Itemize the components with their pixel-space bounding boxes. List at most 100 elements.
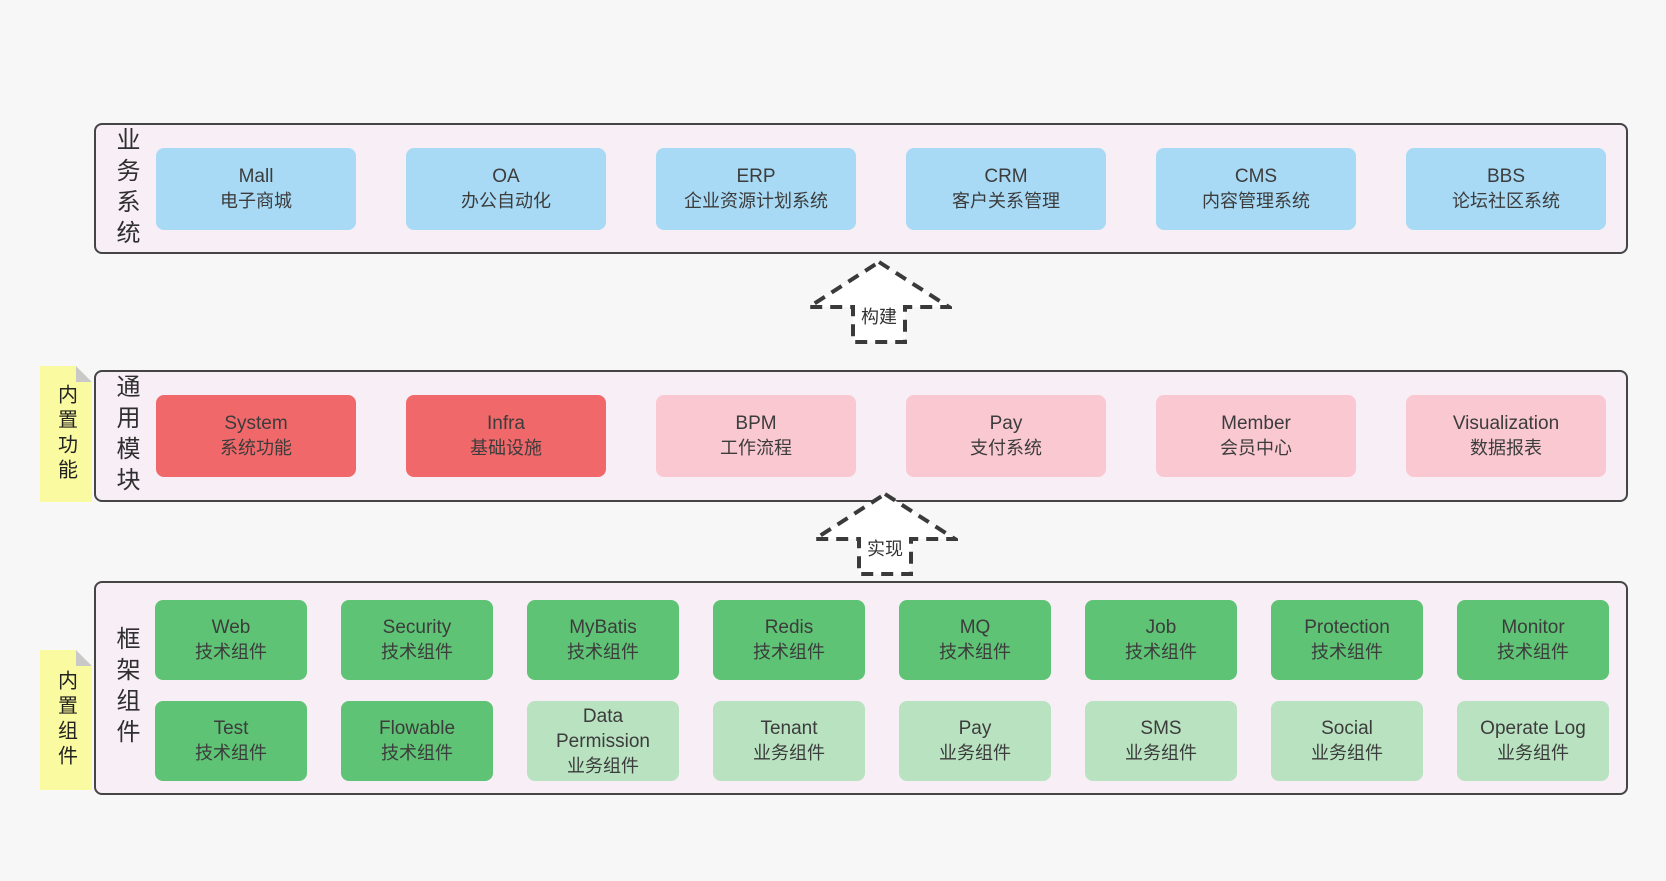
- module-box-subtitle: 业务组件: [1311, 743, 1383, 763]
- module-box-title: SMS: [1140, 718, 1182, 739]
- module-box-title: BPM: [735, 413, 777, 434]
- arrow-build: 构建: [806, 259, 952, 345]
- module-box-title: Pay: [989, 413, 1023, 434]
- module-box-subtitle: 技术组件: [1311, 642, 1383, 662]
- module-box-subtitle: 论坛社区系统: [1452, 190, 1560, 211]
- module-box-subtitle: 技术组件: [753, 642, 825, 662]
- module-box-subtitle: 基础设施: [470, 438, 542, 458]
- module-box-security: Security 技术组件: [341, 600, 493, 680]
- band-framework-components-label: 框架组件: [112, 626, 139, 750]
- module-box-title: Member: [1221, 413, 1291, 434]
- arrow-up-dashed-icon: [812, 491, 958, 576]
- module-box-subtitle: 办公自动化: [461, 190, 551, 211]
- sticky-note-built-in-components: 内置组件: [40, 650, 92, 790]
- module-box-subtitle: 内容管理系统: [1202, 190, 1310, 211]
- module-box-title: Visualization: [1452, 413, 1560, 434]
- module-box-subtitle: 客户关系管理: [952, 190, 1060, 211]
- module-box-title: Security: [382, 617, 452, 638]
- module-box-title: Mall: [238, 165, 274, 187]
- module-box-title: Protection: [1304, 617, 1390, 638]
- band-common-modules-label: 通用模块: [112, 374, 139, 498]
- module-box-subtitle: 业务组件: [753, 743, 825, 763]
- module-box-subtitle: 会员中心: [1220, 438, 1292, 458]
- module-box-cms: CMS 内容管理系统: [1156, 147, 1356, 230]
- module-box-mall: Mall 电子商城: [156, 147, 356, 230]
- module-box-title: Data Permission: [556, 705, 650, 752]
- module-box-title: BBS: [1486, 165, 1526, 187]
- sticky-fold-icon: [76, 650, 92, 666]
- module-box-title: Infra: [486, 413, 526, 434]
- module-box-infra: Infra 基础设施: [406, 395, 606, 477]
- module-box-title: Operate Log: [1480, 718, 1586, 739]
- module-box-subtitle: 技术组件: [381, 743, 453, 763]
- module-box-title: Social: [1321, 718, 1373, 739]
- arrow-build-label: 构建: [859, 303, 899, 329]
- module-box-oa: OA 办公自动化: [406, 147, 606, 230]
- sticky-note-built-in-components-label: 内置组件: [54, 670, 77, 770]
- module-box-subtitle: 支付系统: [970, 438, 1042, 458]
- module-box-pay: Pay 支付系统: [906, 395, 1106, 477]
- module-box-redis: Redis 技术组件: [713, 600, 865, 680]
- arrow-implement-label: 实现: [865, 535, 905, 561]
- module-box-subtitle: 业务组件: [939, 743, 1011, 763]
- module-box-title: MQ: [959, 617, 991, 638]
- band-business-systems-boxes: Mall 电子商城 OA 办公自动化 ERP 企业资源计划系统 CRM 客户关系管理 CMS 内容…: [96, 125, 1626, 252]
- module-box-title: Redis: [764, 617, 814, 638]
- module-box-title: Test: [213, 718, 249, 739]
- module-box-subtitle: 技术组件: [381, 642, 453, 662]
- arrow-implement: 实现: [812, 491, 958, 577]
- module-box-subtitle: 电子商城: [220, 190, 292, 211]
- module-box-tenant: Tenant 业务组件: [713, 701, 865, 781]
- module-box-visualization: Visualization 数据报表: [1406, 395, 1606, 477]
- module-box-subtitle: 业务组件: [1497, 743, 1569, 763]
- sticky-fold-icon: [76, 366, 92, 382]
- module-box-title: MyBatis: [569, 617, 637, 638]
- module-box-subtitle: 技术组件: [1125, 642, 1197, 662]
- module-box-subtitle: 技术组件: [195, 743, 267, 763]
- module-box-member: Member 会员中心: [1156, 395, 1356, 477]
- module-box-social: Social 业务组件: [1271, 701, 1423, 781]
- module-box-subtitle: 企业资源计划系统: [684, 190, 828, 211]
- module-box-bbs: BBS 论坛社区系统: [1406, 147, 1606, 230]
- module-box-subtitle: 业务组件: [1125, 743, 1197, 763]
- module-box-bpm: BPM 工作流程: [656, 395, 856, 477]
- module-box-subtitle: 技术组件: [1497, 642, 1569, 662]
- module-box-test: Test 技术组件: [155, 701, 307, 781]
- module-box-subtitle: 工作流程: [720, 438, 792, 458]
- module-box-operate-log: Operate Log 业务组件: [1457, 701, 1609, 781]
- module-box-subtitle: 数据报表: [1470, 438, 1542, 458]
- arrow-up-dashed-icon: [806, 259, 952, 344]
- module-box-flowable: Flowable 技术组件: [341, 701, 493, 781]
- module-box-title: Monitor: [1501, 617, 1565, 638]
- module-box-subtitle: 系统功能: [220, 438, 292, 458]
- module-box-mq: MQ 技术组件: [899, 600, 1051, 680]
- module-box-title: OA: [492, 165, 520, 187]
- module-box-title: Web: [211, 617, 251, 638]
- module-box-subtitle: 技术组件: [939, 642, 1011, 662]
- module-box-title: CRM: [984, 165, 1028, 187]
- module-box-crm: CRM 客户关系管理: [906, 147, 1106, 230]
- module-box-title: ERP: [736, 165, 776, 187]
- module-box-sms: SMS 业务组件: [1085, 701, 1237, 781]
- sticky-note-built-in-features-label: 内置功能: [54, 384, 77, 484]
- module-box-title: Tenant: [760, 718, 818, 739]
- module-box-monitor: Monitor 技术组件: [1457, 600, 1609, 680]
- module-box-erp: ERP 企业资源计划系统: [656, 147, 856, 230]
- module-box-protection: Protection 技术组件: [1271, 600, 1423, 680]
- sticky-note-built-in-features: 内置功能: [40, 366, 92, 502]
- module-box-title: Flowable: [378, 718, 456, 739]
- module-box-subtitle: 业务组件: [567, 755, 639, 776]
- module-box-data-permission: Data Permission 业务组件: [527, 701, 679, 781]
- module-box-title: CMS: [1234, 165, 1278, 187]
